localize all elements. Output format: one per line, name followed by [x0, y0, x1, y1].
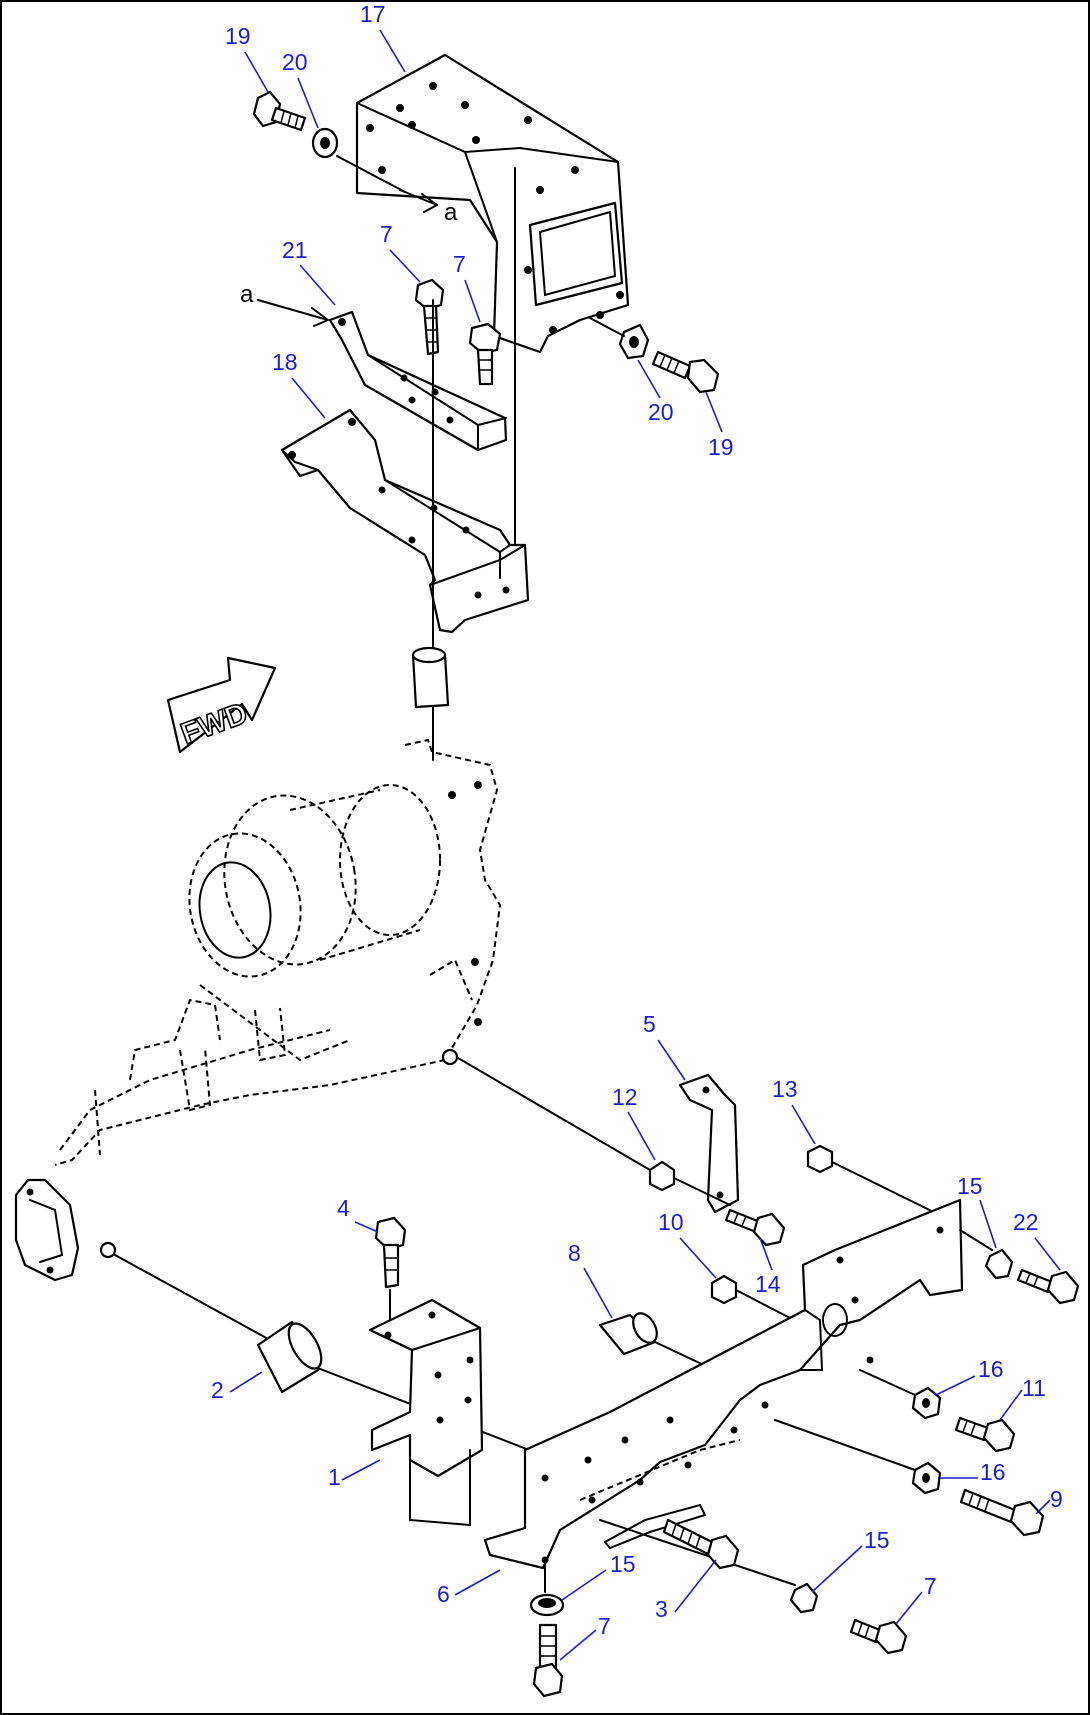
- part-15-washer-middle: [789, 1582, 819, 1614]
- assembly-line: [859, 1369, 916, 1396]
- arrow-a-upper: [399, 189, 438, 213]
- part-8-spacer: [598, 1312, 658, 1356]
- callout-14: 14: [755, 1271, 781, 1297]
- assembly-line: [336, 155, 406, 193]
- part-21-plate: [328, 310, 508, 452]
- assembly-line: [735, 1289, 791, 1319]
- part-6-main-bracket: [483, 1198, 964, 1570]
- callout-13: 13: [772, 1076, 798, 1102]
- callout-1: 1: [328, 1464, 341, 1490]
- callout-15: 15: [957, 1173, 983, 1199]
- callout-19: 19: [708, 434, 734, 460]
- part-2-spacer: [256, 1320, 323, 1394]
- assembly-line: [774, 1419, 916, 1471]
- assembly-line: [599, 1519, 796, 1586]
- part-5-bracket: [678, 1073, 740, 1214]
- part-1-block-bracket: [368, 1298, 484, 1527]
- part-17-upper-bracket: [355, 53, 630, 561]
- part-20-washer-upper-left: [311, 127, 339, 159]
- callout-11: 11: [1022, 1375, 1046, 1401]
- part-19-bolt-upper-right: [651, 350, 720, 394]
- spacer-collar: [411, 646, 450, 709]
- turbocharger-manifold: [14, 738, 502, 1282]
- callout-7: 7: [380, 221, 393, 247]
- callout-10: 10: [658, 1209, 684, 1235]
- callout-16: 16: [978, 1356, 1004, 1382]
- callout-7: 7: [598, 1613, 611, 1639]
- callout-7: 7: [924, 1573, 937, 1599]
- part-16-nut-lower: [911, 1461, 942, 1495]
- label-leader-lines: [229, 29, 1061, 1661]
- part-18-bracket: [280, 408, 530, 634]
- part-13-nut: [806, 1144, 834, 1174]
- part-4-bolt: [374, 1216, 407, 1289]
- callout-20: 20: [282, 49, 308, 75]
- part-12-nut: [648, 1160, 676, 1192]
- callout-4: 4: [337, 1195, 350, 1221]
- part-10-nut: [710, 1274, 738, 1305]
- part-7-bolt-bottom: [532, 1623, 564, 1698]
- part-15-washer-right: [984, 1248, 1014, 1280]
- callout-17: 17: [360, 1, 386, 27]
- callout-21: 21: [282, 237, 308, 263]
- callout-20: 20: [648, 399, 674, 425]
- callout-7: 7: [453, 251, 466, 277]
- part-11-bolt: [954, 1416, 1016, 1453]
- part-7-bolt-upper-a: [414, 278, 445, 356]
- part-7-bolt-right: [849, 1618, 908, 1655]
- assembly-line: [959, 1229, 993, 1251]
- callout-15: 15: [610, 1551, 636, 1577]
- assembly-line: [457, 1057, 651, 1171]
- callout-15: 15: [864, 1527, 890, 1553]
- callout-5: 5: [643, 1011, 656, 1037]
- part-7-bolt-upper-b: [468, 322, 502, 386]
- reference-letter-a-lower: a: [240, 281, 254, 308]
- part-19-bolt-upper-left: [252, 90, 307, 132]
- part-22-bolt: [1016, 1268, 1080, 1305]
- part-labels: 19 20 17 21 7 7 18 20 19 5 12 13 4 15 22…: [211, 1, 1063, 1639]
- callout-19: 19: [225, 23, 251, 49]
- callout-8: 8: [568, 1240, 581, 1266]
- callout-12: 12: [612, 1084, 638, 1110]
- part-9-bolt: [959, 1488, 1045, 1537]
- callout-3: 3: [655, 1596, 668, 1622]
- assembly-line: [114, 1254, 271, 1341]
- callout-2: 2: [211, 1377, 224, 1403]
- part-16-nut-upper: [911, 1386, 942, 1420]
- callout-9: 9: [1050, 1486, 1063, 1512]
- assembly-line: [589, 317, 625, 337]
- part-20-washer-upper-right: [618, 323, 650, 360]
- callout-16: 16: [980, 1459, 1006, 1485]
- callout-22: 22: [1013, 1209, 1039, 1235]
- callout-6: 6: [437, 1581, 450, 1607]
- callout-18: 18: [272, 349, 298, 375]
- part-15-washer-bottom: [529, 1593, 565, 1617]
- reference-letter-a-upper: a: [444, 199, 458, 226]
- arrow-a-lower: [257, 299, 329, 327]
- forward-direction-arrow: FWD: [166, 656, 277, 754]
- assembly-line: [673, 1177, 731, 1206]
- part-14-bolt: [724, 1208, 786, 1247]
